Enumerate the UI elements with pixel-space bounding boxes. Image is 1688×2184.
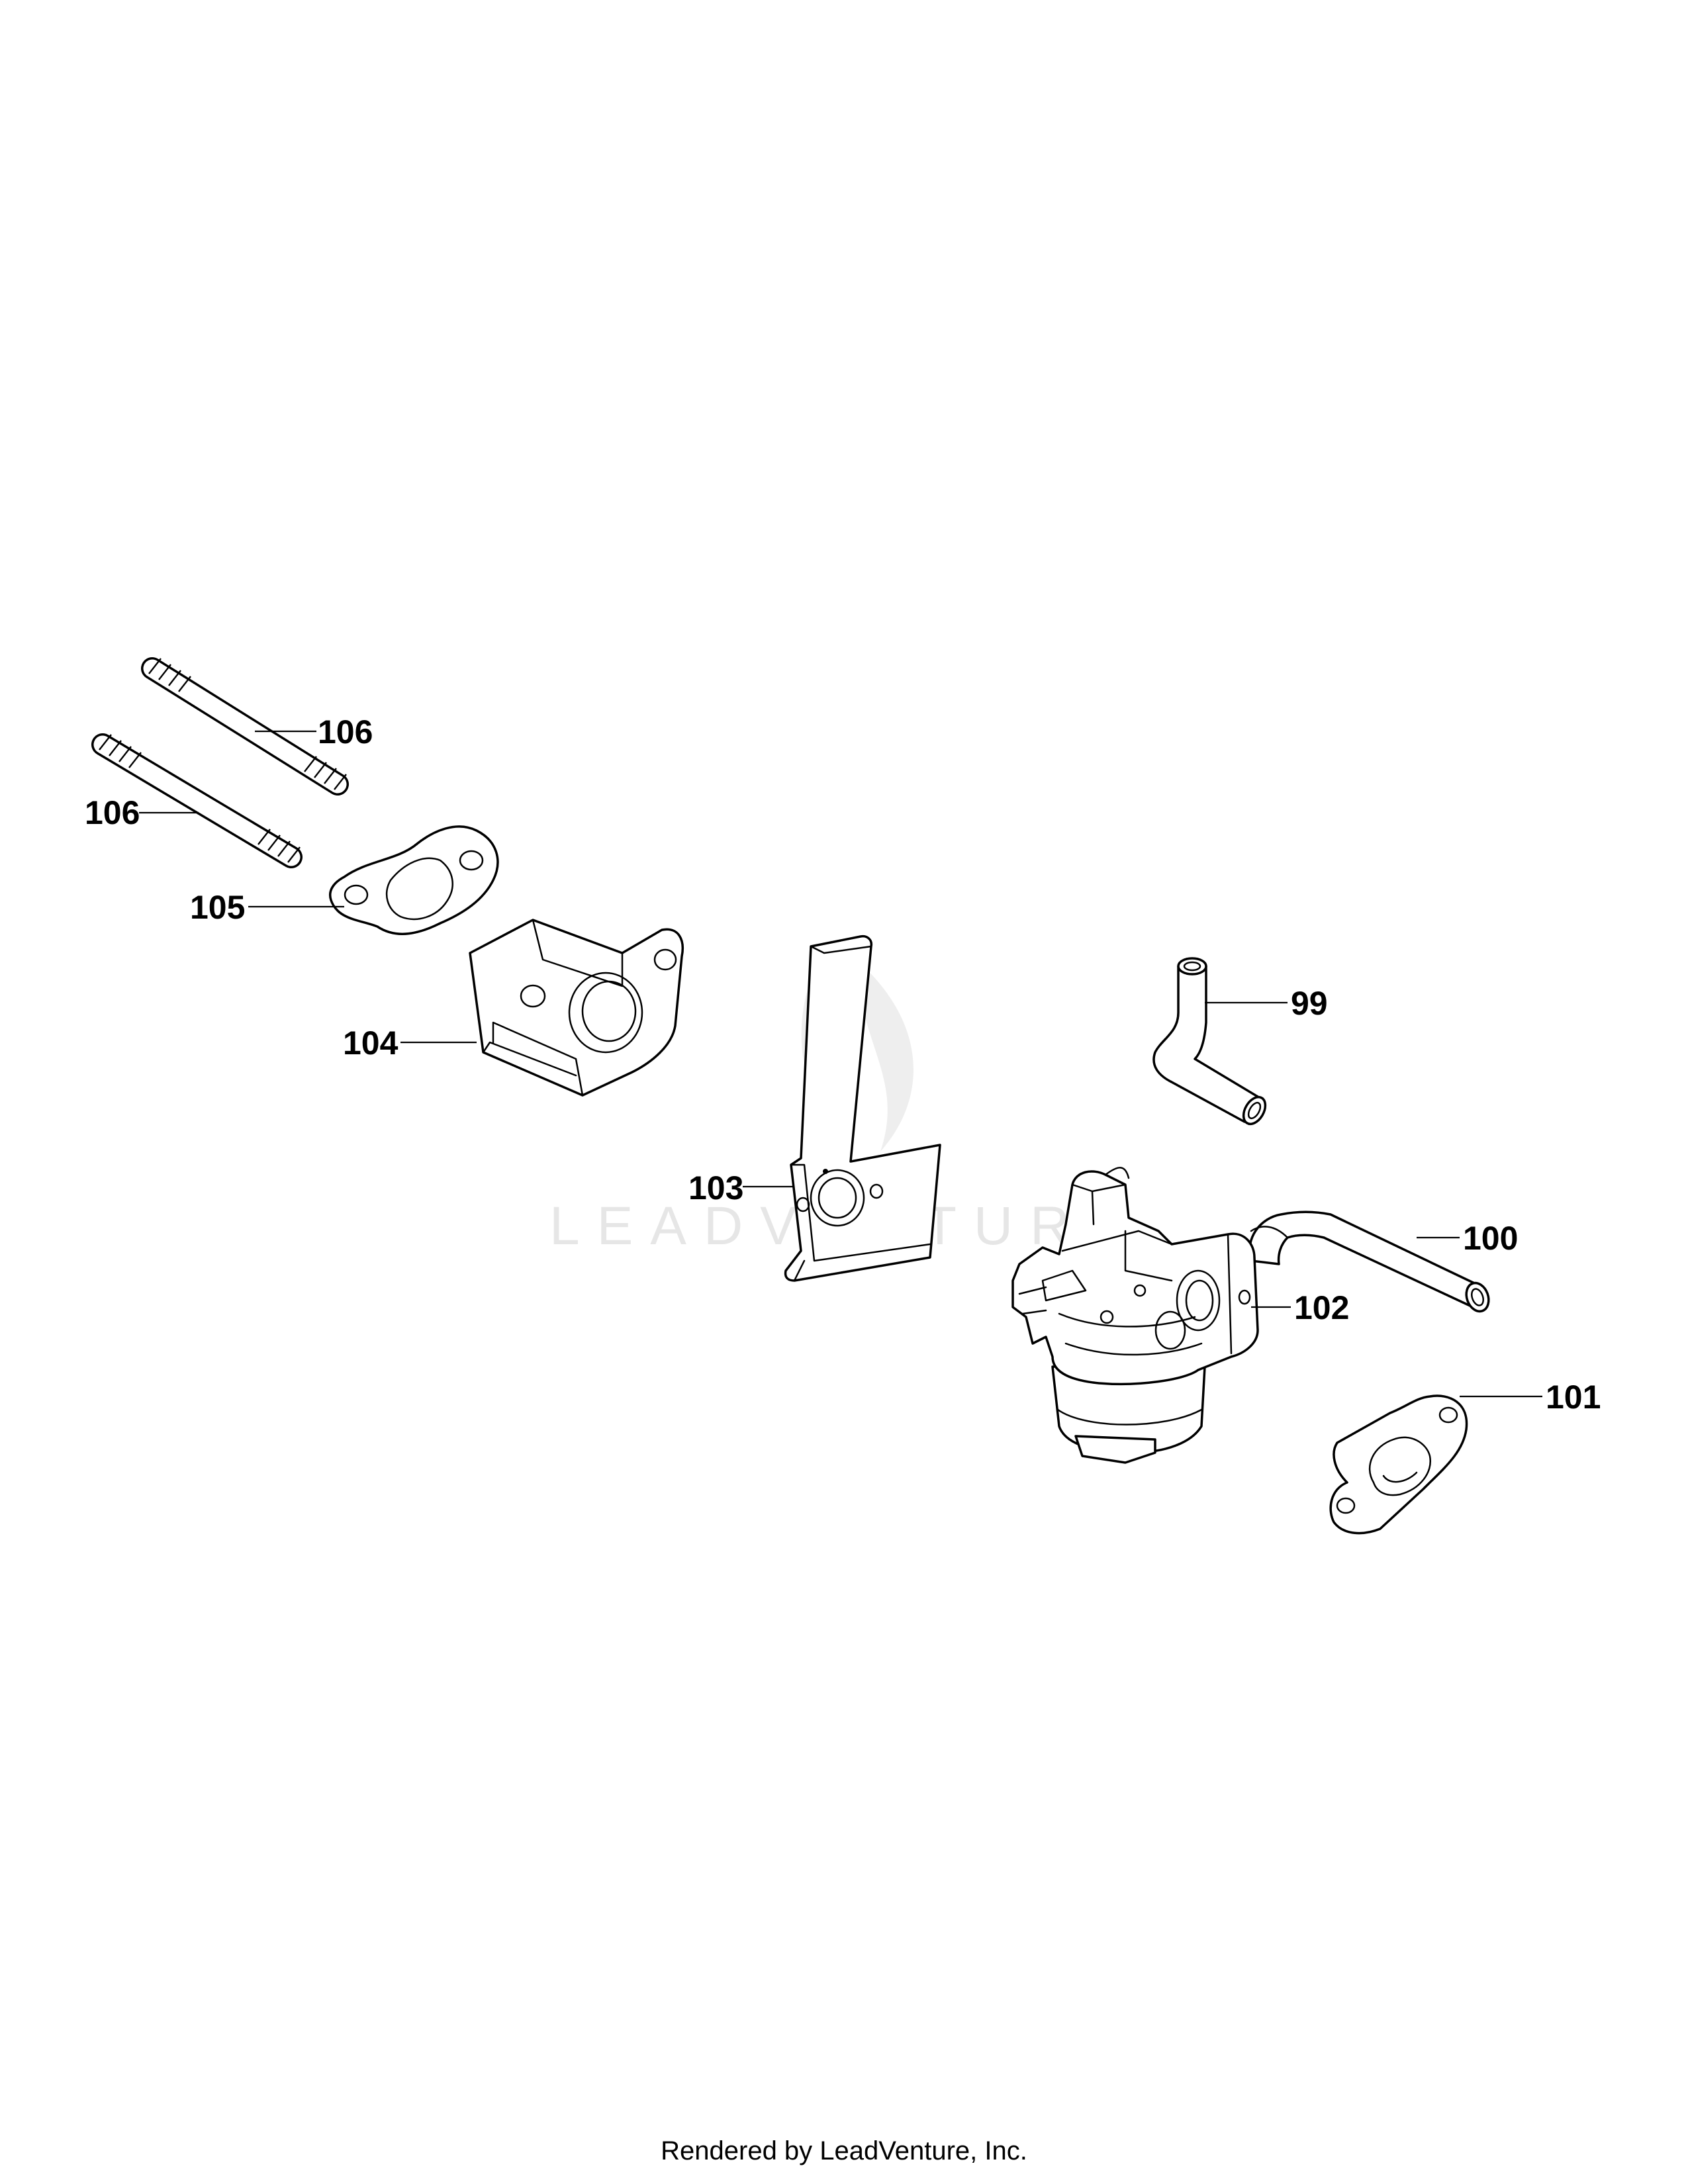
part-106-stud-upper[interactable] xyxy=(141,657,349,796)
part-105-gasket[interactable] xyxy=(329,825,499,935)
part-100-fuel-hose[interactable] xyxy=(1248,1210,1493,1314)
footer-credit: Rendered by LeadVenture, Inc. xyxy=(661,2136,1027,2165)
callout-105: 105 xyxy=(190,889,245,926)
callout-labels: 106 106 105 104 103 99 100 102 101 xyxy=(85,713,1601,1416)
part-99-elbow-hose[interactable] xyxy=(1152,957,1270,1128)
part-102-carburetor[interactable] xyxy=(1011,1167,1259,1464)
callout-101: 101 xyxy=(1546,1379,1601,1416)
part-103-heat-shield[interactable] xyxy=(784,934,941,1282)
callout-102: 102 xyxy=(1294,1289,1349,1326)
callout-106-lower: 106 xyxy=(85,794,140,831)
callout-106-upper: 106 xyxy=(318,713,373,751)
part-101-gasket[interactable] xyxy=(1329,1394,1468,1535)
part-106-stud-lower[interactable] xyxy=(91,733,303,868)
callout-100: 100 xyxy=(1463,1220,1518,1257)
callout-99: 99 xyxy=(1291,985,1328,1022)
leader-lines xyxy=(139,730,1542,1398)
part-104-insulator-block[interactable] xyxy=(469,919,684,1097)
callout-103: 103 xyxy=(688,1169,743,1206)
callout-104: 104 xyxy=(343,1024,399,1062)
